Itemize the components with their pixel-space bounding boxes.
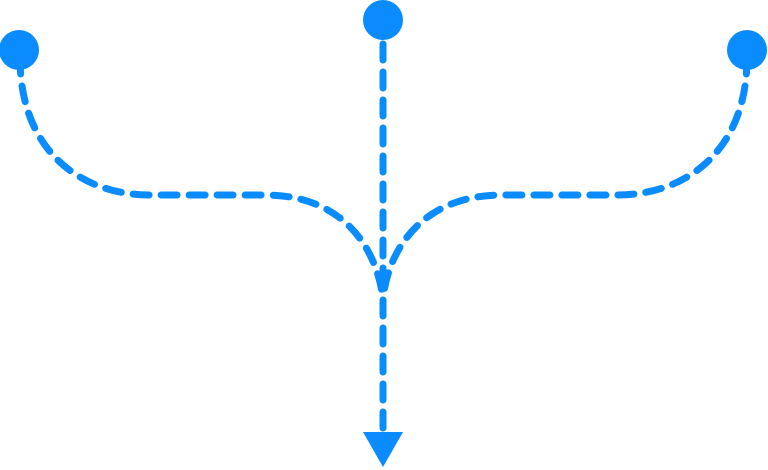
downward-arrowhead-icon [363,432,403,467]
left-start-node [0,30,39,70]
left-branch-path [16,54,386,296]
right-start-node [727,30,767,70]
center-start-node [363,0,403,40]
right-branch-path [380,54,751,296]
